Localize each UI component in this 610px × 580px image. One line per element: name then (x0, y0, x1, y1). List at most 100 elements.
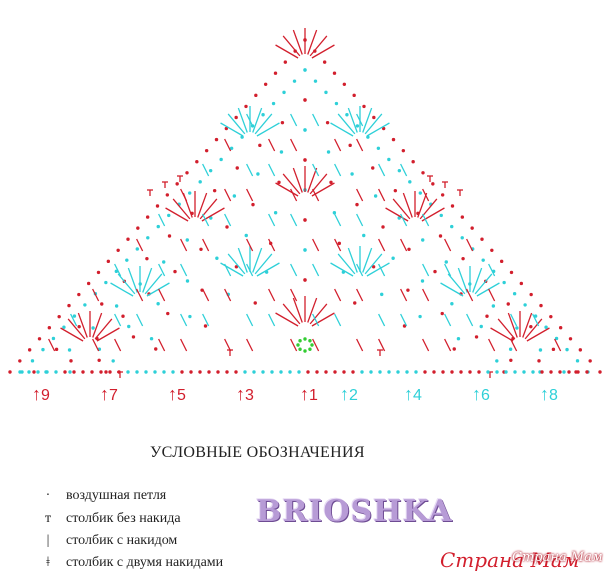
chain-stitch-mark (277, 180, 281, 185)
stitch-mark (400, 288, 408, 302)
legend-label: столбик с двумя накидами (66, 555, 224, 570)
row-label-7: ↑7 (100, 384, 118, 404)
chain-stitch-mark (450, 302, 454, 306)
chain-stitch-mark (162, 260, 166, 264)
stitch-mark (334, 138, 342, 152)
chain-stitch-mark (156, 224, 160, 229)
chain-stitch-mark (234, 265, 239, 269)
stitch-mark (237, 247, 248, 273)
stitch-mark (275, 44, 299, 59)
chain-stitch-mark (273, 211, 278, 215)
stitch-mark (282, 35, 301, 57)
stitch-mark (356, 263, 364, 277)
chain-stitch-mark (156, 302, 160, 306)
stitch-mark (268, 163, 276, 177)
legend-item-dc: | столбик с накидом (30, 533, 178, 549)
stitch-mark (96, 327, 120, 342)
stitch-mark (202, 313, 210, 327)
stitch-mark (402, 192, 413, 218)
chain-stitch-mark (212, 188, 217, 193)
chain-stitch-mark (99, 370, 103, 374)
chain-stitch-mark (63, 370, 67, 374)
chain-stitch-mark (36, 370, 40, 374)
chain-stitch-mark (166, 311, 170, 316)
stitch-mark (378, 313, 386, 327)
chain-stitch-mark (240, 135, 244, 139)
chain-stitch-mark (420, 279, 425, 283)
legend-label: столбик без накида (66, 511, 181, 526)
chain-stitch-mark (381, 225, 385, 229)
chain-stitch-mark (567, 370, 571, 374)
chain-stitch-mark (72, 314, 77, 318)
stitch-mark (275, 182, 299, 197)
chain-stitch-mark (125, 258, 129, 262)
chain-stitch-mark (490, 248, 494, 252)
chain-stitch-mark (104, 370, 108, 374)
stitch-mark (312, 163, 320, 177)
chain-stitch-mark (219, 157, 223, 162)
stitch-mark (554, 338, 562, 352)
stitch-mark (334, 313, 342, 327)
stitch-mark (488, 338, 496, 352)
chain-stitch-mark (531, 370, 535, 374)
stitch-mark (422, 188, 430, 202)
chain-stitch-mark (440, 311, 444, 316)
chain-stitch-mark (391, 256, 395, 260)
legend-item-tr: ǂ столбик с двумя накидами (30, 555, 223, 571)
chain-stitch-mark (303, 128, 307, 132)
chain-stitch-mark (495, 370, 499, 374)
chain-stitch-mark (91, 326, 95, 330)
stitch-mark (447, 273, 466, 295)
chain-stitch-mark (329, 180, 333, 185)
stitch-mark (362, 107, 373, 133)
stitch-mark (136, 238, 144, 252)
stitch-mark (180, 188, 188, 202)
row-label-3: ↑3 (236, 384, 254, 404)
chain-stitch-mark (558, 326, 563, 330)
chain-stitch-mark (135, 370, 139, 374)
stitch-mark (136, 288, 144, 302)
stitch-mark (440, 282, 464, 297)
stitch-mark (330, 262, 354, 277)
stitch-mark (457, 267, 468, 293)
chain-stitch-mark (145, 215, 150, 219)
chain-stitch-mark (393, 188, 398, 193)
stitch-mark (282, 303, 301, 325)
chain-stitch-mark (54, 347, 59, 352)
stitch-mark (92, 288, 100, 302)
stitch-mark (290, 288, 298, 302)
chain-stitch-mark (303, 218, 307, 222)
stitch-mark (472, 267, 483, 293)
stitch-mark (422, 288, 430, 302)
stitch-mark (400, 163, 408, 177)
chain-stitch-mark (391, 137, 396, 142)
chain-stitch-mark (326, 150, 331, 154)
chain-stitch-mark (506, 302, 510, 306)
chain-stitch-mark (310, 343, 314, 347)
chain-stitch-mark (355, 202, 359, 207)
stitch-mark (378, 163, 386, 177)
stitch-mark (444, 263, 452, 277)
stitch-mark (312, 313, 320, 327)
stitch-mark (378, 188, 386, 202)
chain-stitch-mark (8, 370, 12, 374)
stitch-mark (466, 288, 474, 302)
stitch-mark (526, 327, 550, 342)
stitch-mark (268, 138, 276, 152)
stitch-mark (224, 288, 232, 302)
chain-stitch-mark (234, 370, 238, 374)
chain-stitch-mark (519, 281, 524, 286)
chain-stitch-mark (77, 292, 81, 297)
chain-stitch-mark (485, 314, 489, 318)
chain-stitch-mark (397, 216, 401, 220)
chain-stitch-mark (303, 337, 307, 341)
stitch-mark (347, 107, 358, 133)
chain-stitch-mark (308, 339, 312, 343)
chain-stitch-mark (104, 280, 108, 285)
chain-stitch-mark (387, 157, 391, 162)
chain-stitch-mark (57, 314, 61, 319)
chain-stitch-mark (324, 90, 328, 95)
chain-stitch-mark (263, 82, 268, 86)
chain-stitch-mark (146, 236, 150, 240)
stitch-mark (60, 327, 84, 342)
